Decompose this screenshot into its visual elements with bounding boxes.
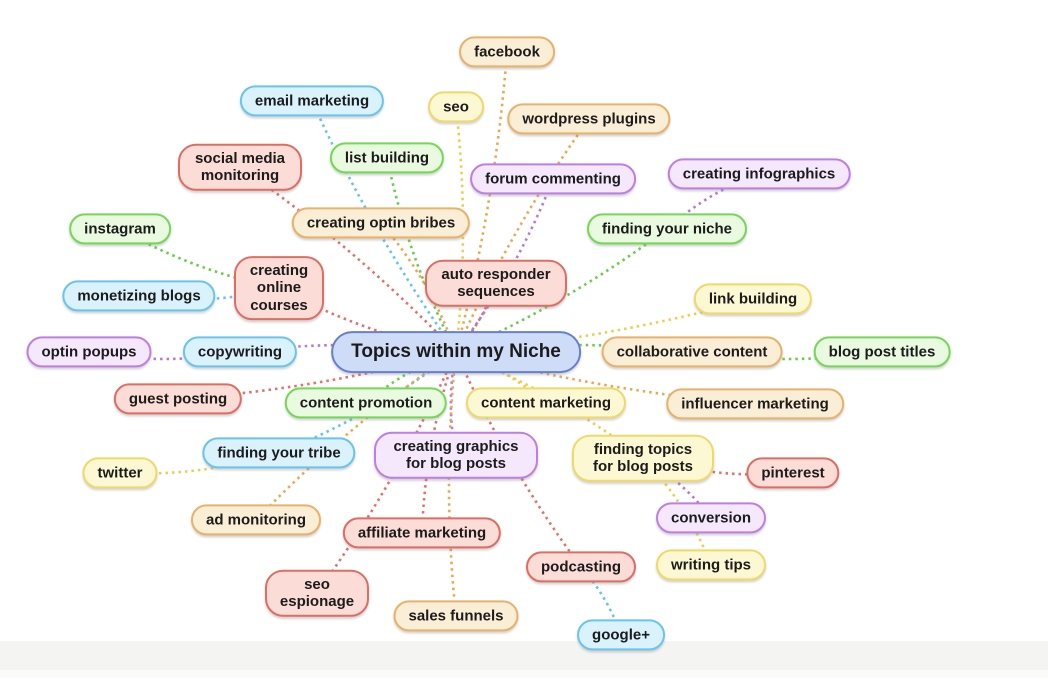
node-seo-espionage[interactable]: seo espionage [265,569,369,617]
center-topic-node[interactable]: Topics within my Niche [331,331,581,373]
node-ad-monitoring[interactable]: ad monitoring [191,504,321,536]
node-label: facebook [474,43,540,61]
node-label: content promotion [299,394,433,412]
node-label: podcasting [540,558,622,576]
node-affiliate-marketing[interactable]: affiliate marketing [342,517,502,549]
node-writing-tips[interactable]: writing tips [656,549,766,581]
node-creating-graphics-for-blog-posts[interactable]: creating graphics for blog posts [374,431,538,479]
node-finding-your-niche[interactable]: finding your niche [587,213,747,245]
node-guest-posting[interactable]: guest posting [113,383,243,415]
node-label: creating graphics for blog posts [393,437,519,472]
node-content-marketing[interactable]: content marketing [465,387,627,419]
node-instagram[interactable]: instagram [69,213,171,245]
edge-wordpress-plugins-to-center [454,118,591,353]
node-label: sales funnels [408,607,504,625]
node-label: google+ [592,626,650,644]
node-label: affiliate marketing [357,524,487,542]
node-creating-online-courses[interactable]: creating online courses [234,256,324,320]
node-creating-infographics[interactable]: creating infographics [667,158,851,190]
node-label: social media monitoring [194,149,286,184]
node-label: email marketing [254,92,370,110]
node-finding-your-tribe[interactable]: finding your tribe [202,437,356,469]
node-label: finding your tribe [217,444,341,462]
node-label: creating optin bribes [306,214,456,232]
node-label: creating infographics [682,165,836,183]
node-blog-post-titles[interactable]: blog post titles [813,336,951,368]
node-conversion[interactable]: conversion [655,502,767,534]
node-podcasting[interactable]: podcasting [525,551,637,583]
node-influencer-marketing[interactable]: influencer marketing [666,388,844,420]
canvas-footer-bottom [0,670,1048,678]
node-sales-funnels[interactable]: sales funnels [393,600,519,632]
node-label: list building [344,149,430,167]
node-label: auto responder sequences [441,265,551,300]
node-label: guest posting [128,390,228,408]
node-facebook[interactable]: facebook [459,36,555,68]
node-label: influencer marketing [681,395,829,413]
node-link-building[interactable]: link building [693,283,813,315]
node-content-promotion[interactable]: content promotion [284,387,448,419]
node-seo[interactable]: seo [428,91,484,123]
edge-creating-infographics-to-finding-your-niche [666,172,760,230]
node-collaborative-content[interactable]: collaborative content [601,336,783,368]
edge-seo-to-center [454,106,465,353]
node-label: ad monitoring [206,511,306,529]
node-label: optin popups [41,343,137,361]
node-label: conversion [670,509,752,527]
node-finding-topics-for-blog-posts[interactable]: finding topics for blog posts [572,434,714,482]
node-label: pinterest [761,464,825,482]
node-copywriting[interactable]: copywriting [182,336,298,368]
node-optin-popups[interactable]: optin popups [26,336,152,368]
node-creating-optin-bribes[interactable]: creating optin bribes [291,207,471,239]
node-email-marketing[interactable]: email marketing [239,85,385,117]
node-auto-responder-sequences[interactable]: auto responder sequences [425,259,567,307]
node-label: wordpress plugins [522,110,656,128]
node-label: twitter [97,464,143,482]
node-label: Topics within my Niche [351,341,561,363]
edge-social-media-monitoring-to-center [239,165,457,353]
node-label: link building [708,290,798,308]
node-label: finding your niche [602,220,732,238]
node-wordpress-plugins[interactable]: wordpress plugins [507,103,671,135]
node-google-plus[interactable]: google+ [577,619,665,651]
node-social-media-monitoring[interactable]: social media monitoring [178,143,302,191]
node-label: blog post titles [828,343,936,361]
edge-facebook-to-center [454,51,509,353]
node-label: seo espionage [279,575,355,610]
node-label: instagram [84,220,156,238]
edge-conversion-to-finding-topics-for-blog-posts [642,456,713,519]
edge-sales-funnels-to-center [447,351,458,617]
node-monetizing-blogs[interactable]: monetizing blogs [62,280,216,312]
node-label: finding topics for blog posts [593,440,693,475]
node-label: copywriting [197,343,283,361]
node-list-building[interactable]: list building [329,142,445,174]
node-label: content marketing [480,394,612,412]
node-label: writing tips [671,556,751,574]
node-pinterest[interactable]: pinterest [746,457,840,489]
node-twitter[interactable]: twitter [82,457,158,489]
node-forum-commenting[interactable]: forum commenting [470,163,636,195]
node-label: seo [443,98,469,116]
node-label: monetizing blogs [77,287,201,305]
node-label: collaborative content [616,343,768,361]
node-label: creating online courses [249,262,309,314]
node-label: forum commenting [485,170,621,188]
